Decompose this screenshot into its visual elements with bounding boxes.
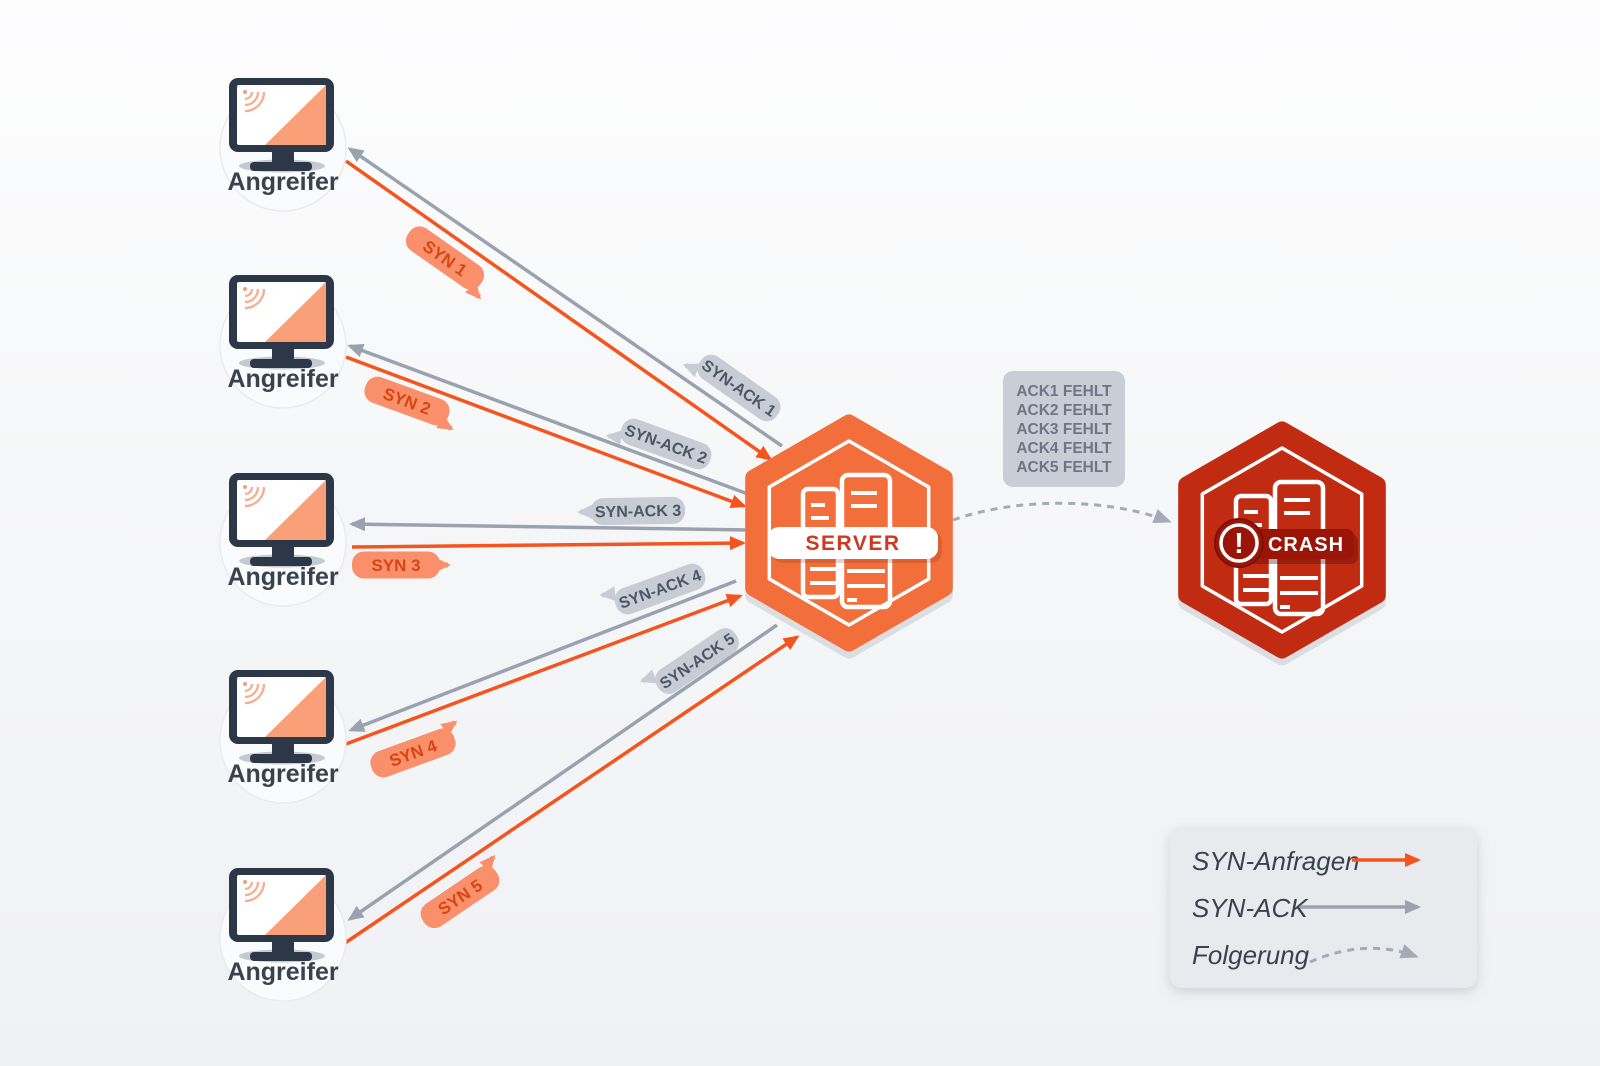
syn-label-3: SYN 3 (352, 551, 451, 579)
consequence-arrow (952, 501, 1172, 524)
syn-ack-arrow-1 (347, 147, 783, 448)
svg-text:SYN-ACK 3: SYN-ACK 3 (595, 503, 682, 522)
crash-banner (1238, 529, 1354, 559)
legend-consequence-arrow-icon (1309, 944, 1419, 964)
syn-ack-arrow-3 (349, 517, 750, 532)
svg-text:SYN 3: SYN 3 (371, 556, 420, 575)
ack-missing-box: ACK1 FEHLT ACK2 FEHLT ACK3 FEHLT ACK4 FE… (1003, 371, 1125, 487)
syn-ack-arrow-4 (348, 579, 737, 732)
syn-ack-arrow-5 (347, 623, 778, 921)
crash-label: CRASH (1268, 534, 1344, 556)
legend: SYN-Anfragen SYN-ACK Folgerung (1170, 827, 1477, 988)
legend-syn-requests-label: SYN-Anfragen (1192, 846, 1360, 876)
syn-ack-arrow-2 (347, 343, 749, 496)
syn-ack-label-3: SYN-ACK 3 (577, 496, 686, 526)
attacker-node-5: Angreifer (218, 866, 348, 1003)
attacker-node-1: Angreifer (218, 76, 348, 213)
ack-missing-line: ACK3 FEHLT (1016, 421, 1112, 438)
warning-badge-icon: ! (1214, 518, 1264, 568)
ack-missing-line: ACK5 FEHLT (1016, 459, 1112, 476)
ack-missing-line: ACK4 FEHLT (1016, 440, 1112, 457)
server-banner (768, 527, 938, 559)
server-node: SERVER (745, 414, 953, 659)
attacker-node-3: Angreifer (218, 471, 348, 608)
syn-label-4: SYN 4 (370, 720, 458, 778)
crash-node: CRASH ! (1178, 421, 1386, 666)
syn-arrow-3 (351, 536, 746, 551)
connections (344, 147, 1172, 945)
syn-arrow-2 (345, 355, 747, 508)
legend-consequence-label: Folgerung (1192, 940, 1310, 970)
attacker-node-2: Angreifer (218, 273, 348, 410)
syn-arrow-1 (344, 159, 773, 461)
syn-arrow-4 (345, 594, 743, 746)
attacker-label: Angreifer (227, 365, 338, 393)
attacker-node-4: Angreifer (218, 668, 348, 805)
attacker-label: Angreifer (227, 958, 338, 986)
server-label: SERVER (806, 532, 901, 555)
exclamation-mark: ! (1234, 528, 1244, 560)
ack-missing-line: ACK1 FEHLT (1016, 383, 1112, 400)
syn-arrow-5 (344, 635, 800, 945)
legend-syn-ack-label: SYN-ACK (1192, 893, 1309, 923)
ack-missing-line: ACK2 FEHLT (1016, 402, 1112, 419)
attacker-label: Angreifer (227, 760, 338, 788)
attacker-label: Angreifer (227, 563, 338, 591)
attacker-label: Angreifer (227, 168, 338, 196)
